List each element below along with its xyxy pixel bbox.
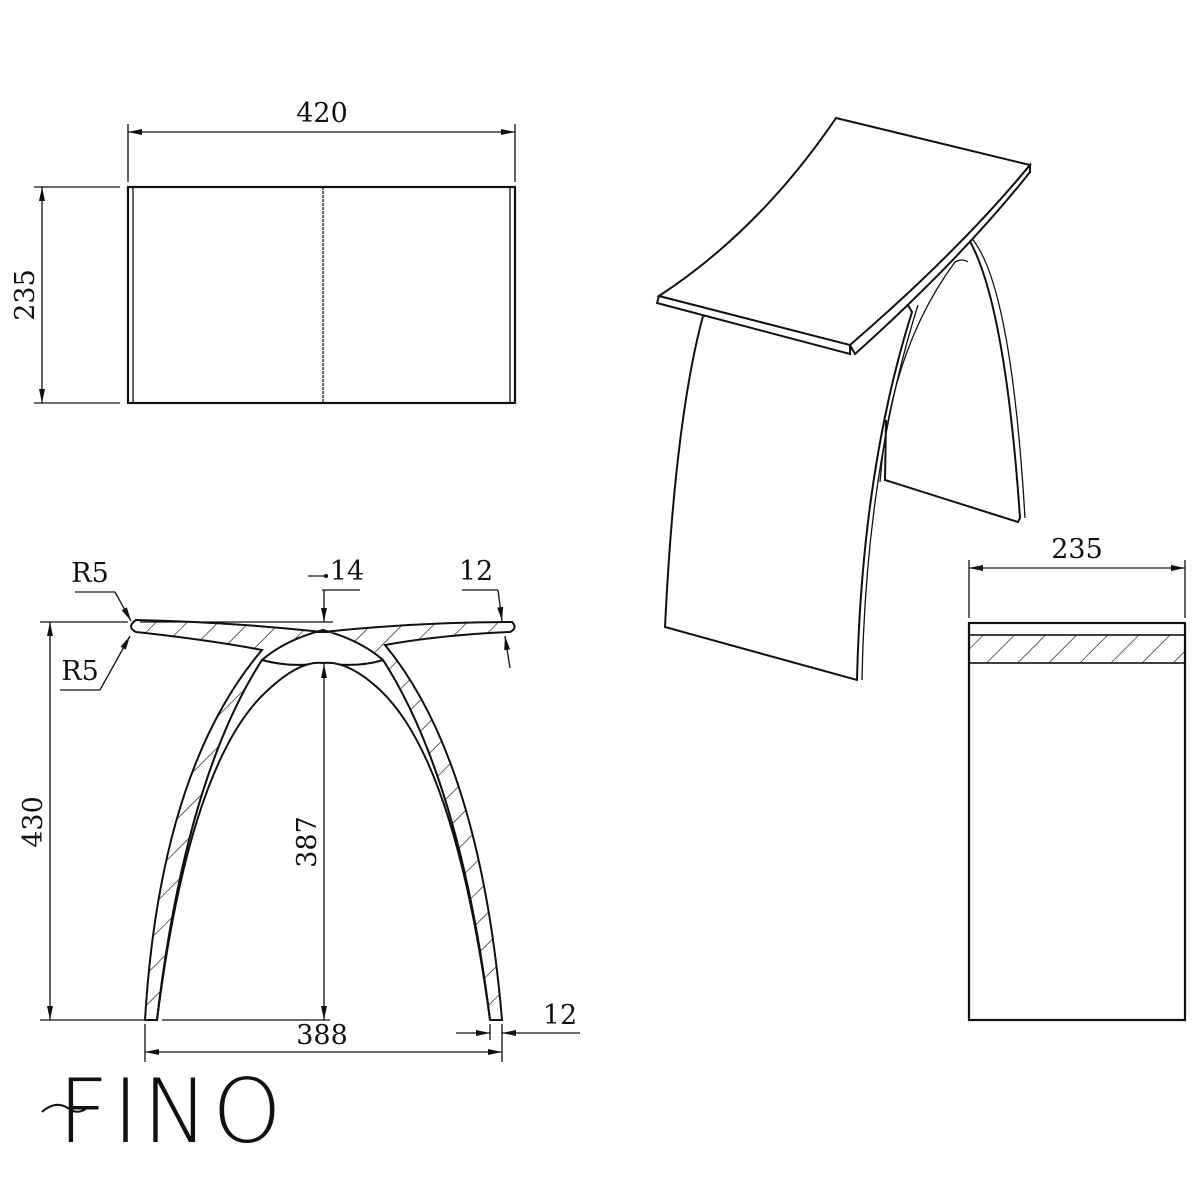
top-radius-label: R5: [71, 558, 109, 589]
side-section-view: 235: [967, 534, 1187, 1022]
product-title: FINO: [41, 1060, 286, 1163]
base-width-dimension-label: 388: [296, 1020, 348, 1051]
width-dimension-label: 420: [296, 98, 348, 129]
height-dimension-label: 430: [18, 796, 49, 848]
product-name: FINO: [58, 1060, 286, 1163]
isometric-view: [655, 116, 1032, 682]
seat-front-edge: [655, 294, 851, 356]
side-width-dimension-label: 235: [1051, 534, 1103, 565]
back-leg-panel: [883, 237, 1022, 524]
bottom-radius-label: R5: [61, 656, 99, 687]
seat-edge-thickness-label: 12: [459, 556, 493, 587]
inner-height-dimension-label: 387: [292, 816, 323, 868]
seat-section-hatch: [968, 634, 1186, 664]
title-swash: [41, 1103, 89, 1113]
stool-cross-section: [130, 618, 516, 1021]
leg-thickness-label: 12: [543, 1000, 577, 1031]
front-section-view: 430 387 388 12 14 12 R5 R5: [18, 556, 580, 1062]
side-section-outline: [967, 621, 1187, 1022]
seat-center-thickness-label: 14: [330, 556, 364, 587]
front-leg-panel: [663, 298, 914, 682]
depth-dimension-label: 235: [10, 269, 41, 321]
top-view-outline: [126, 185, 517, 405]
seat-side-edge: [848, 162, 1031, 356]
top-view: 420 235: [10, 98, 517, 405]
